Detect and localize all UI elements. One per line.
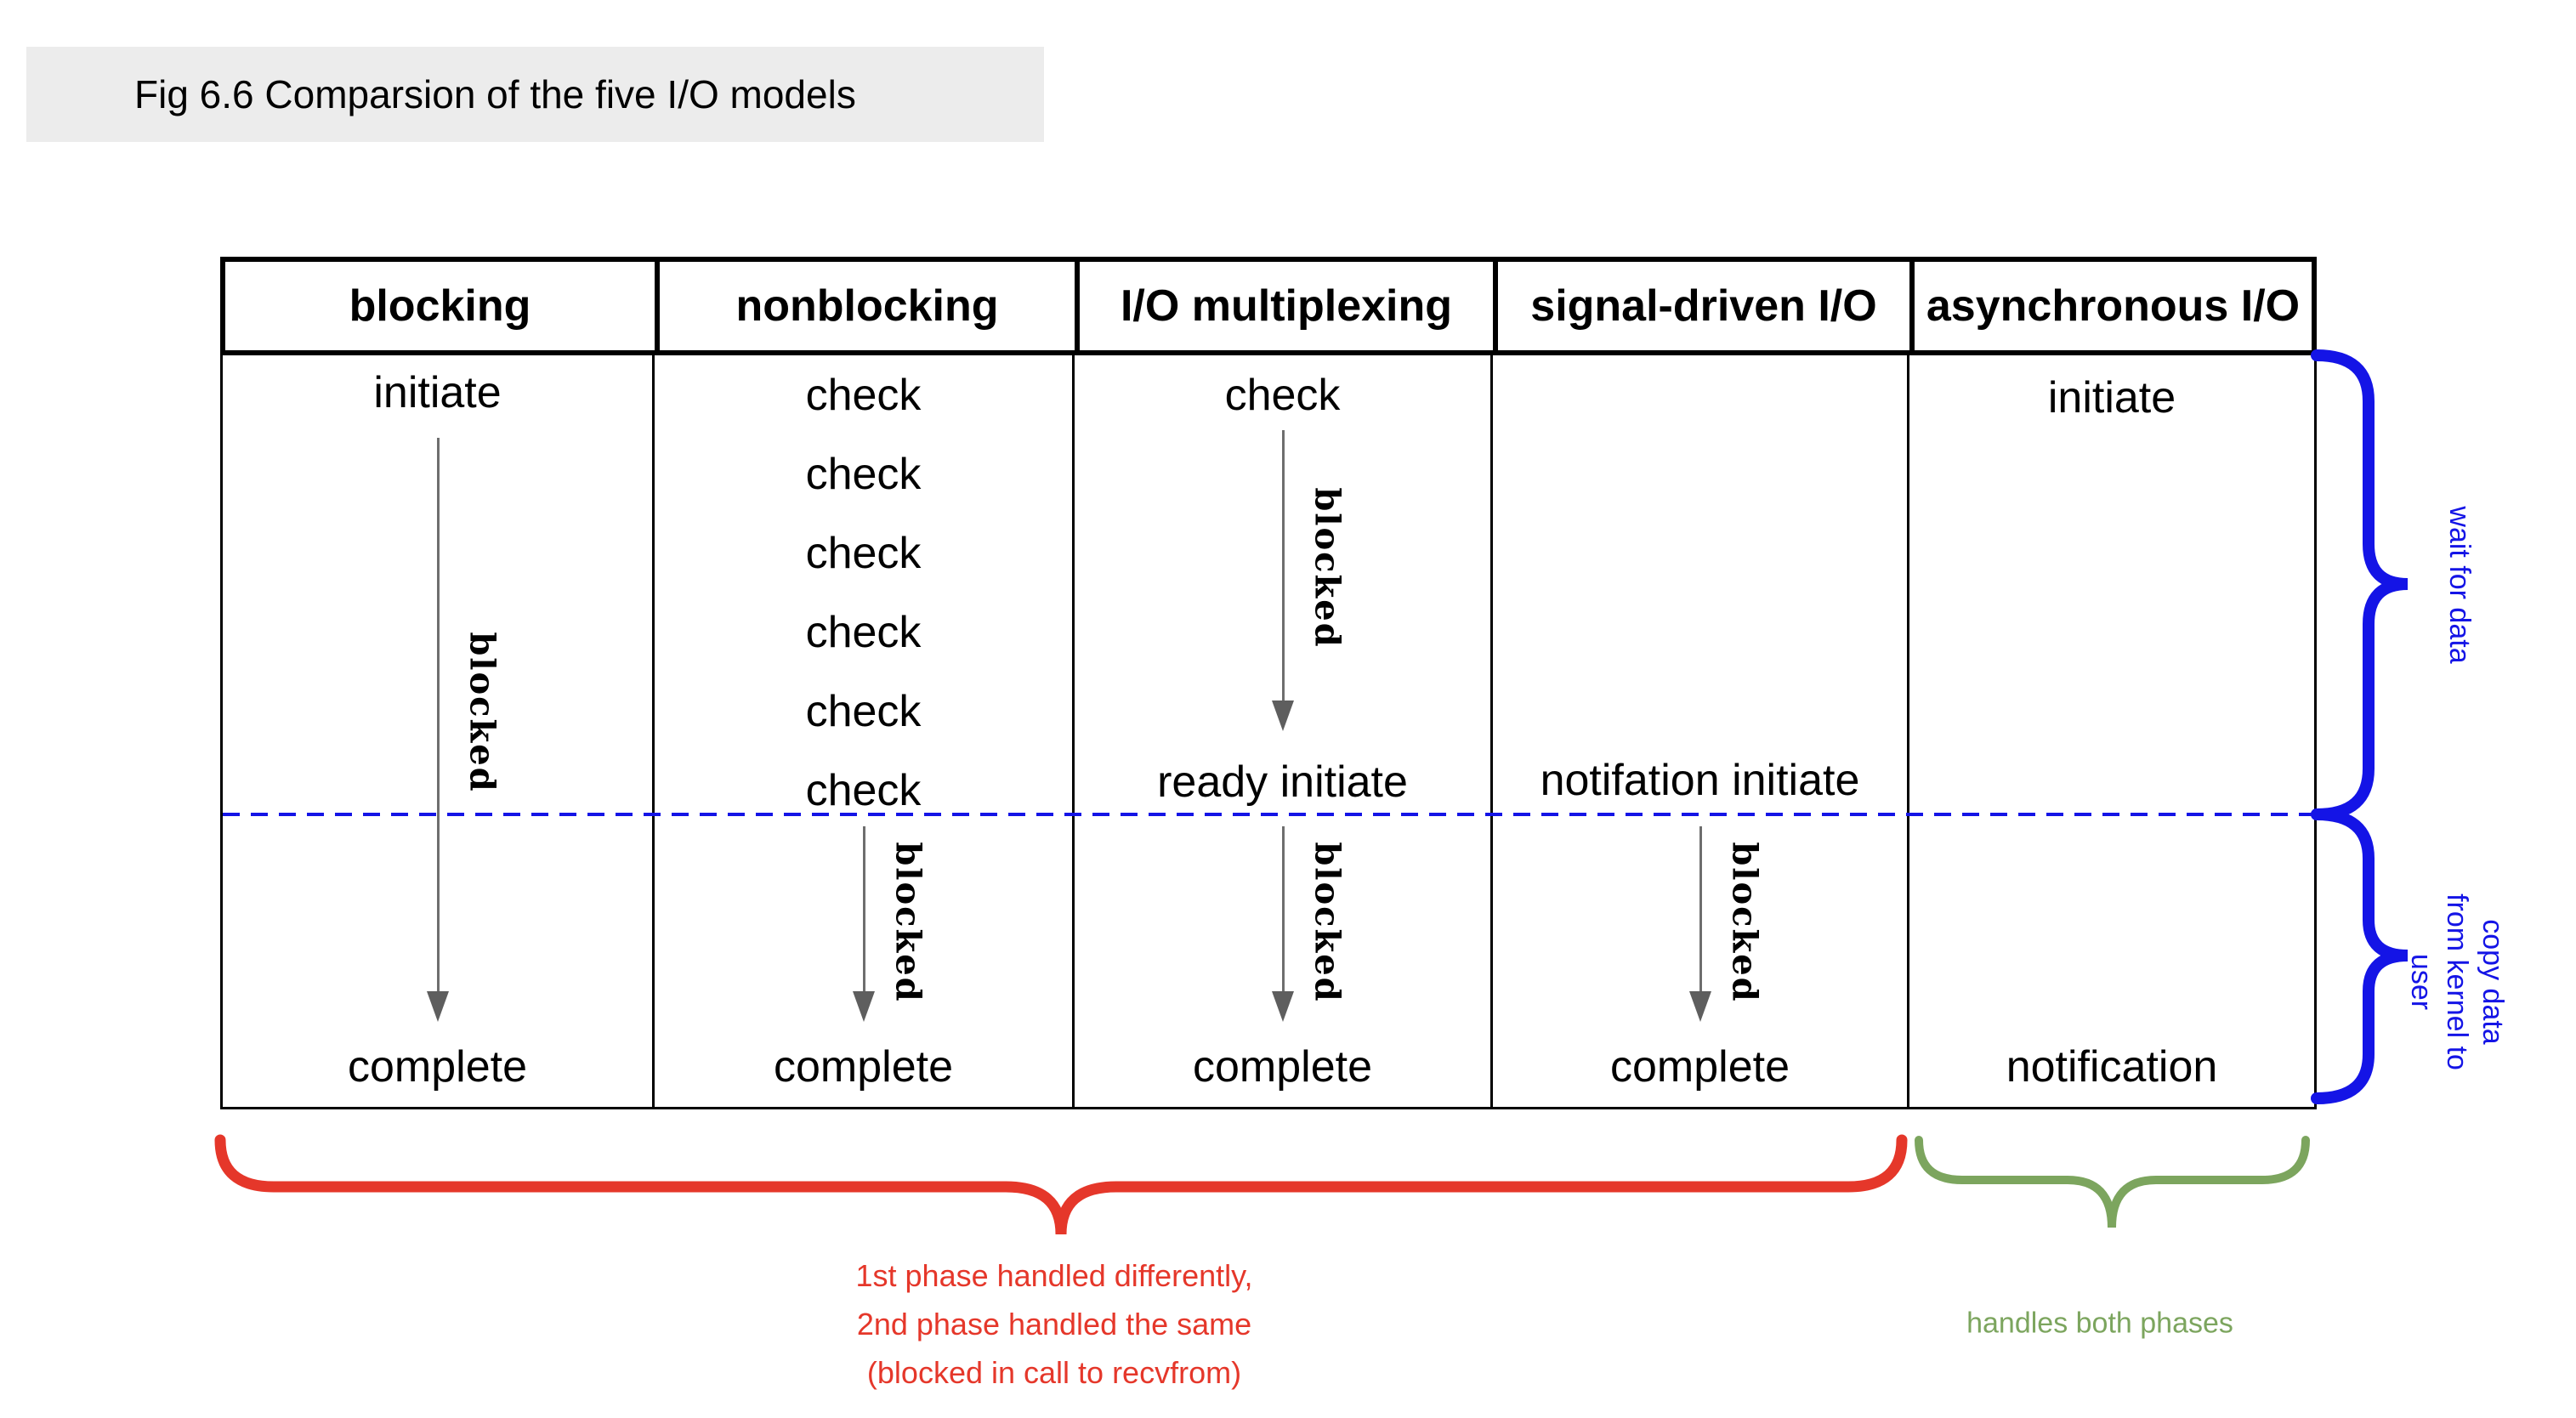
iomux-arrow-line-1 xyxy=(1281,430,1285,702)
header-asynchronous-io: asynchronous I/O xyxy=(1909,262,2312,350)
sigio-notification-initiate-label: notifation initiate xyxy=(1540,756,1860,805)
wait-for-data-note: wait for data xyxy=(2443,506,2476,664)
copy-data-line-2: from kernel to xyxy=(2441,893,2473,1070)
column-blocking: initiate blocked complete xyxy=(223,355,652,1109)
sigio-arrow-line xyxy=(1699,826,1702,993)
copy-data-note: copy data from kernel to user xyxy=(2403,893,2511,1070)
nonblocking-complete-label: complete xyxy=(774,1042,953,1092)
copy-data-brace xyxy=(2311,808,2409,1104)
blocking-arrow-line xyxy=(436,438,440,993)
sigio-complete-label: complete xyxy=(1610,1042,1790,1092)
column-io-multiplexing: check blocked ready initiate blocked com… xyxy=(1072,355,1490,1109)
nonblocking-check-2: check xyxy=(805,450,922,499)
iomux-blocked-label-1: blocked xyxy=(1307,487,1347,649)
header-io-multiplexing: I/O multiplexing xyxy=(1075,262,1493,350)
nonblocking-check-4: check xyxy=(805,608,922,657)
iomux-blocked-label-2: blocked xyxy=(1307,842,1347,1003)
column-signal-driven-io: notifation initiate blocked complete xyxy=(1490,355,1907,1109)
nonblocking-arrow-line xyxy=(862,826,865,993)
column-asynchronous-io: initiate notification xyxy=(1907,355,2314,1109)
both-phases-note: handles both phases xyxy=(1966,1307,2233,1340)
iomux-arrowhead-2-icon xyxy=(1271,991,1294,1022)
iomux-check-label: check xyxy=(1224,371,1341,420)
first-phase-brace xyxy=(214,1134,1908,1235)
table-body: initiate blocked complete check check ch… xyxy=(220,355,2317,1109)
nonblocking-check-5: check xyxy=(805,687,922,736)
copy-data-line-1: copy data xyxy=(2477,919,2509,1045)
phase-divider-dashed-line xyxy=(223,813,2314,816)
figure-caption-box: Fig 6.6 Comparsion of the five I/O model… xyxy=(26,47,1044,142)
nonblocking-check-3: check xyxy=(805,529,922,578)
copy-data-line-3: user xyxy=(2405,953,2437,1011)
column-nonblocking: check check check check check check bloc… xyxy=(652,355,1072,1109)
both-phases-brace xyxy=(1915,1136,2310,1228)
wait-for-data-brace xyxy=(2311,349,2409,820)
io-models-table: blocking nonblocking I/O multiplexing si… xyxy=(220,257,2317,1109)
header-nonblocking: nonblocking xyxy=(655,262,1075,350)
iomux-arrow-line-2 xyxy=(1281,826,1285,993)
blocking-blocked-label: blocked xyxy=(462,632,502,793)
first-phase-note-line-1: 1st phase handled differently, xyxy=(855,1258,1253,1293)
first-phase-note-line-3: (blocked in call to recvfrom) xyxy=(866,1355,1242,1390)
sigio-arrowhead-icon xyxy=(1688,991,1711,1022)
first-phase-note-line-2: 2nd phase handled the same xyxy=(856,1307,1252,1341)
nonblocking-check-6: check xyxy=(805,766,922,815)
blocking-arrowhead-icon xyxy=(426,991,449,1022)
header-blocking: blocking xyxy=(349,281,531,331)
iomux-complete-label: complete xyxy=(1193,1042,1372,1092)
nonblocking-check-1: check xyxy=(805,371,922,420)
header-signal-driven-io: signal-driven I/O xyxy=(1493,262,1909,350)
blocking-complete-label: complete xyxy=(348,1042,527,1092)
iomux-arrowhead-1-icon xyxy=(1271,700,1294,731)
aio-notification-label: notification xyxy=(2006,1042,2218,1092)
nonblocking-blocked-label: blocked xyxy=(888,842,928,1003)
figure-caption: Fig 6.6 Comparsion of the five I/O model… xyxy=(134,72,856,116)
table-header-row: blocking nonblocking I/O multiplexing si… xyxy=(220,257,2317,355)
blocking-initiate-label: initiate xyxy=(373,368,502,417)
aio-initiate-label: initiate xyxy=(2047,373,2176,423)
sigio-blocked-label: blocked xyxy=(1724,842,1764,1003)
nonblocking-arrowhead-icon xyxy=(852,991,875,1022)
iomux-ready-initiate-label: ready initiate xyxy=(1157,757,1408,807)
first-phase-note: 1st phase handled differently, 2nd phase… xyxy=(856,1251,1253,1397)
